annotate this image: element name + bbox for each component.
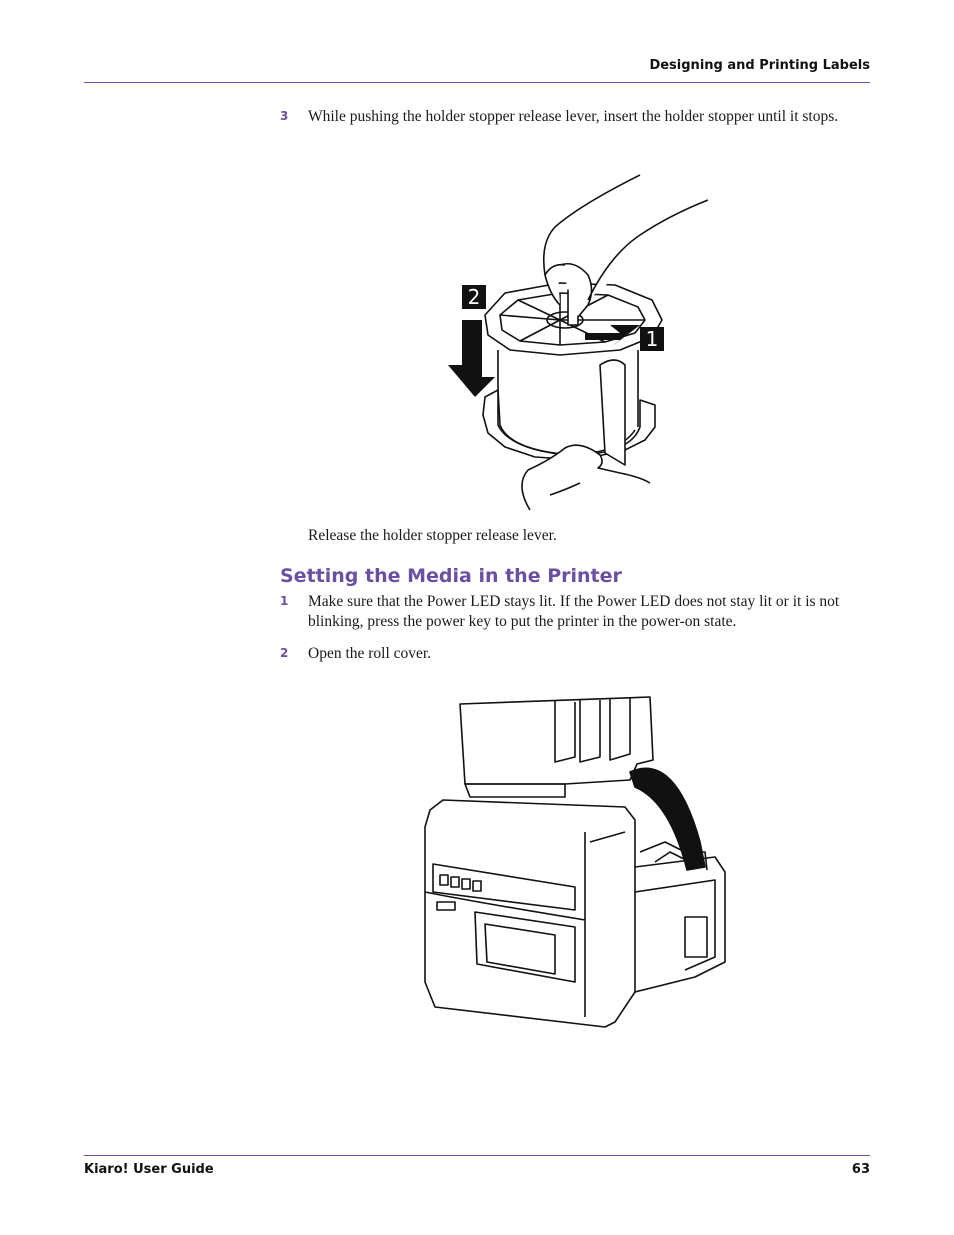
step-text: While pushing the holder stopper release… [308, 108, 839, 125]
step-number: 3 [280, 109, 289, 123]
header-rule [84, 82, 870, 83]
callout-2: 2 [468, 285, 481, 309]
holder-stopper-illustration: 2 1 [448, 174, 709, 511]
running-header: Designing and Printing Labels [649, 58, 870, 73]
release-instruction: Release the holder stopper release lever… [308, 527, 557, 544]
step-number: 1 [280, 594, 289, 608]
step-text: Open the roll cover. [308, 645, 432, 662]
callout-1: 1 [646, 327, 659, 351]
step-number: 2 [280, 646, 289, 660]
section-heading: Setting the Media in the Printer [280, 565, 622, 587]
printer-open-cover-illustration [424, 696, 726, 1028]
step-text: Make sure that the Power LED stays lit. … [308, 593, 840, 630]
footer-rule [84, 1155, 870, 1156]
page-number: 63 [851, 1162, 870, 1177]
footer-guide-title: Kiaro! User Guide [84, 1162, 214, 1177]
